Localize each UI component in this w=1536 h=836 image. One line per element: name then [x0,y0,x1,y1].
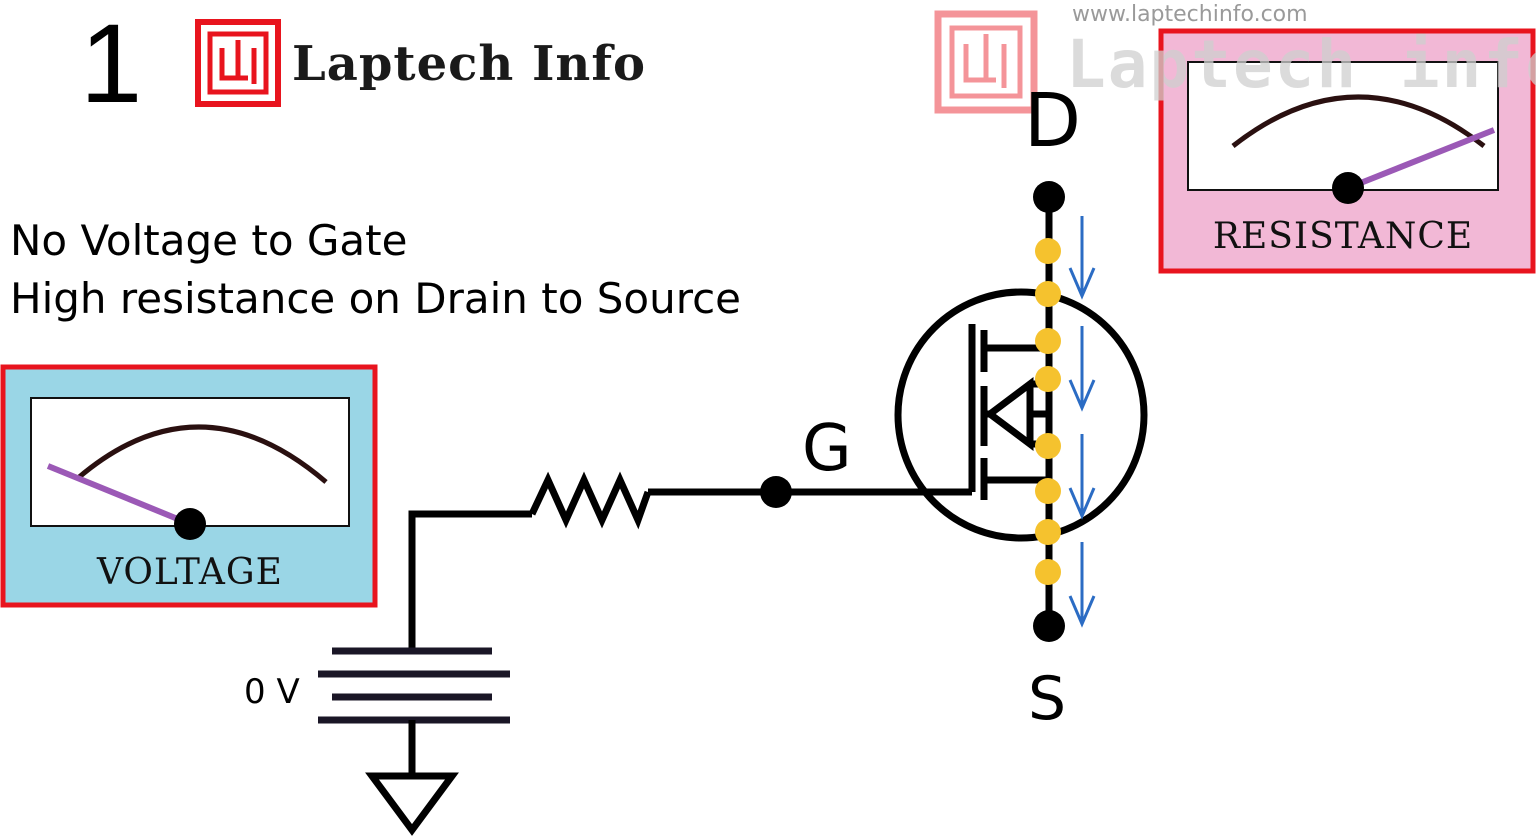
electron-dot [1035,478,1061,504]
brand-logo-icon [195,19,281,107]
ground-icon [365,772,459,836]
electron-dot [1035,433,1061,459]
caption-line-2: High resistance on Drain to Source [10,274,742,323]
mosfet-symbol [894,288,1148,542]
resistance-meter [1158,28,1536,274]
resistance-meter-dial [1187,61,1499,191]
voltage-meter-pivot [174,508,206,540]
source-label: S [1028,664,1067,734]
voltage-meter-needle [46,463,192,527]
resistor-symbol [528,471,652,530]
supply-wire [408,510,532,648]
down-arrow-icon [1068,434,1096,520]
caption-line-1: No Voltage to Gate [10,216,408,265]
down-arrow-icon [1068,542,1096,628]
source-terminal [1033,610,1065,642]
electron-dot [1035,328,1061,354]
resistance-meter-label: RESISTANCE [1212,216,1474,257]
current-arrows [1068,216,1096,628]
electron-dot [1035,559,1061,585]
gate-label: G [802,412,852,486]
resistance-meter-needle [1346,127,1496,191]
step-number: 1 [80,1,143,126]
drain-terminal [1033,181,1065,213]
gate-terminal [760,476,792,508]
resistance-meter-pivot [1332,172,1364,204]
body-diode-arrow [984,377,1034,451]
electron-dots [1035,238,1061,585]
drain-label: D [1024,78,1081,164]
supply-voltage-label: 0 V [244,672,300,712]
electron-dot [1035,366,1061,392]
electron-dot [1035,281,1061,307]
watermark-logo-icon [934,10,1038,114]
resistance-meter-scale [1231,94,1486,148]
gate-circuit [408,471,972,648]
voltage-meter-scale [76,424,328,484]
brand-name: Laptech Info [292,36,646,92]
voltage-meter [0,364,378,608]
down-arrow-icon [1068,326,1096,412]
voltage-meter-label: VOLTAGE [97,552,283,593]
watermark-text: Laptech info [1066,26,1536,103]
electron-dot [1035,519,1061,545]
electron-dot [1035,238,1061,264]
mosfet-body [894,288,1148,542]
supply-symbol [318,647,510,776]
watermark-url: www.laptechinfo.com [1072,2,1308,27]
down-arrow-icon [1068,216,1096,300]
